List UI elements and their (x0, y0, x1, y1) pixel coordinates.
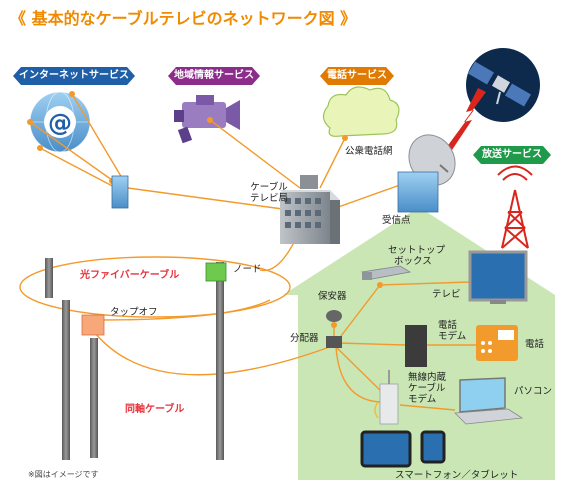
network-lines (19, 93, 478, 411)
banner-local-info-service: 地域情報サービス (168, 67, 260, 85)
image-note: ※図はイメージです (28, 470, 99, 479)
smartphone-icon (420, 430, 446, 464)
phone-icon (476, 325, 518, 361)
protector-icon (326, 310, 342, 322)
phone-label: 電話 (525, 339, 545, 350)
headend-label: ケーブル テレビ局 (250, 182, 289, 205)
splitter-icon (326, 336, 342, 348)
protector-label: 保安器 (318, 291, 347, 302)
settop-box-label-line1: セットトップ (388, 245, 446, 256)
phone-modem-label: 電話 モデム (438, 320, 467, 343)
cable-modem-label-line2: ケーブル (408, 382, 446, 394)
building-icon (280, 175, 340, 244)
cable-modem-icon (374, 370, 399, 425)
fiber-cable-label: 光ファイバーケーブル (80, 270, 180, 281)
settop-box-label-line2: ボックス (394, 255, 432, 267)
satellite-label: 衛星 (525, 39, 545, 50)
relay-box-icon (111, 175, 129, 209)
tv-icon (468, 250, 528, 304)
pc-label: パソコン (514, 386, 553, 397)
tap-off-box-icon (81, 314, 105, 336)
satellite-icon (466, 48, 540, 122)
settop-box-label: セットトップ ボックス (388, 245, 446, 268)
antenna-tower-icon (497, 165, 533, 249)
tap-off-label: タップオフ (110, 307, 158, 318)
phone-modem-icon (405, 325, 427, 367)
receiving-point-label: 受信点 (382, 215, 411, 226)
laptop-icon (454, 377, 524, 425)
coax-cable-label: 同軸ケーブル (125, 404, 185, 415)
tablet-icon (360, 430, 412, 468)
banner-broadcast-service: 放送サービス (473, 146, 551, 164)
headend-label-line1: ケーブル (250, 182, 288, 193)
signal-bolt (446, 88, 486, 150)
cable-modem-label-line3: モデム (408, 393, 437, 405)
cable-modem-label: 無線内蔵 ケーブル モデム (408, 372, 447, 406)
svg-text:@: @ (48, 109, 72, 137)
banner-internet-service: インターネットサービス (13, 67, 135, 85)
phone-modem-label-line1: 電話 (438, 320, 458, 331)
tv-label: テレビ (432, 289, 461, 300)
diagram-title: 《 基本的なケーブルテレビのネットワーク図 》 (10, 9, 357, 28)
video-camera-icon (174, 95, 240, 144)
cloud-icon (322, 86, 400, 137)
node-box-icon (205, 262, 227, 282)
banner-phone-service: 電話サービス (320, 67, 394, 85)
utility-pole-icon (45, 258, 224, 460)
splitter-label: 分配器 (290, 333, 319, 344)
at-icon: @ (29, 91, 91, 153)
phone-modem-label-line2: モデム (438, 330, 467, 342)
parabola-antenna-icon (397, 134, 456, 213)
smartphone-tablet-label: スマートフォン／タブレット (395, 470, 519, 481)
cable-modem-label-line1: 無線内蔵 (408, 372, 447, 383)
headend-label-line2: テレビ局 (250, 192, 289, 204)
node-label: ノード (233, 264, 262, 275)
public-phone-network-label: 公衆電話網 (345, 146, 393, 157)
